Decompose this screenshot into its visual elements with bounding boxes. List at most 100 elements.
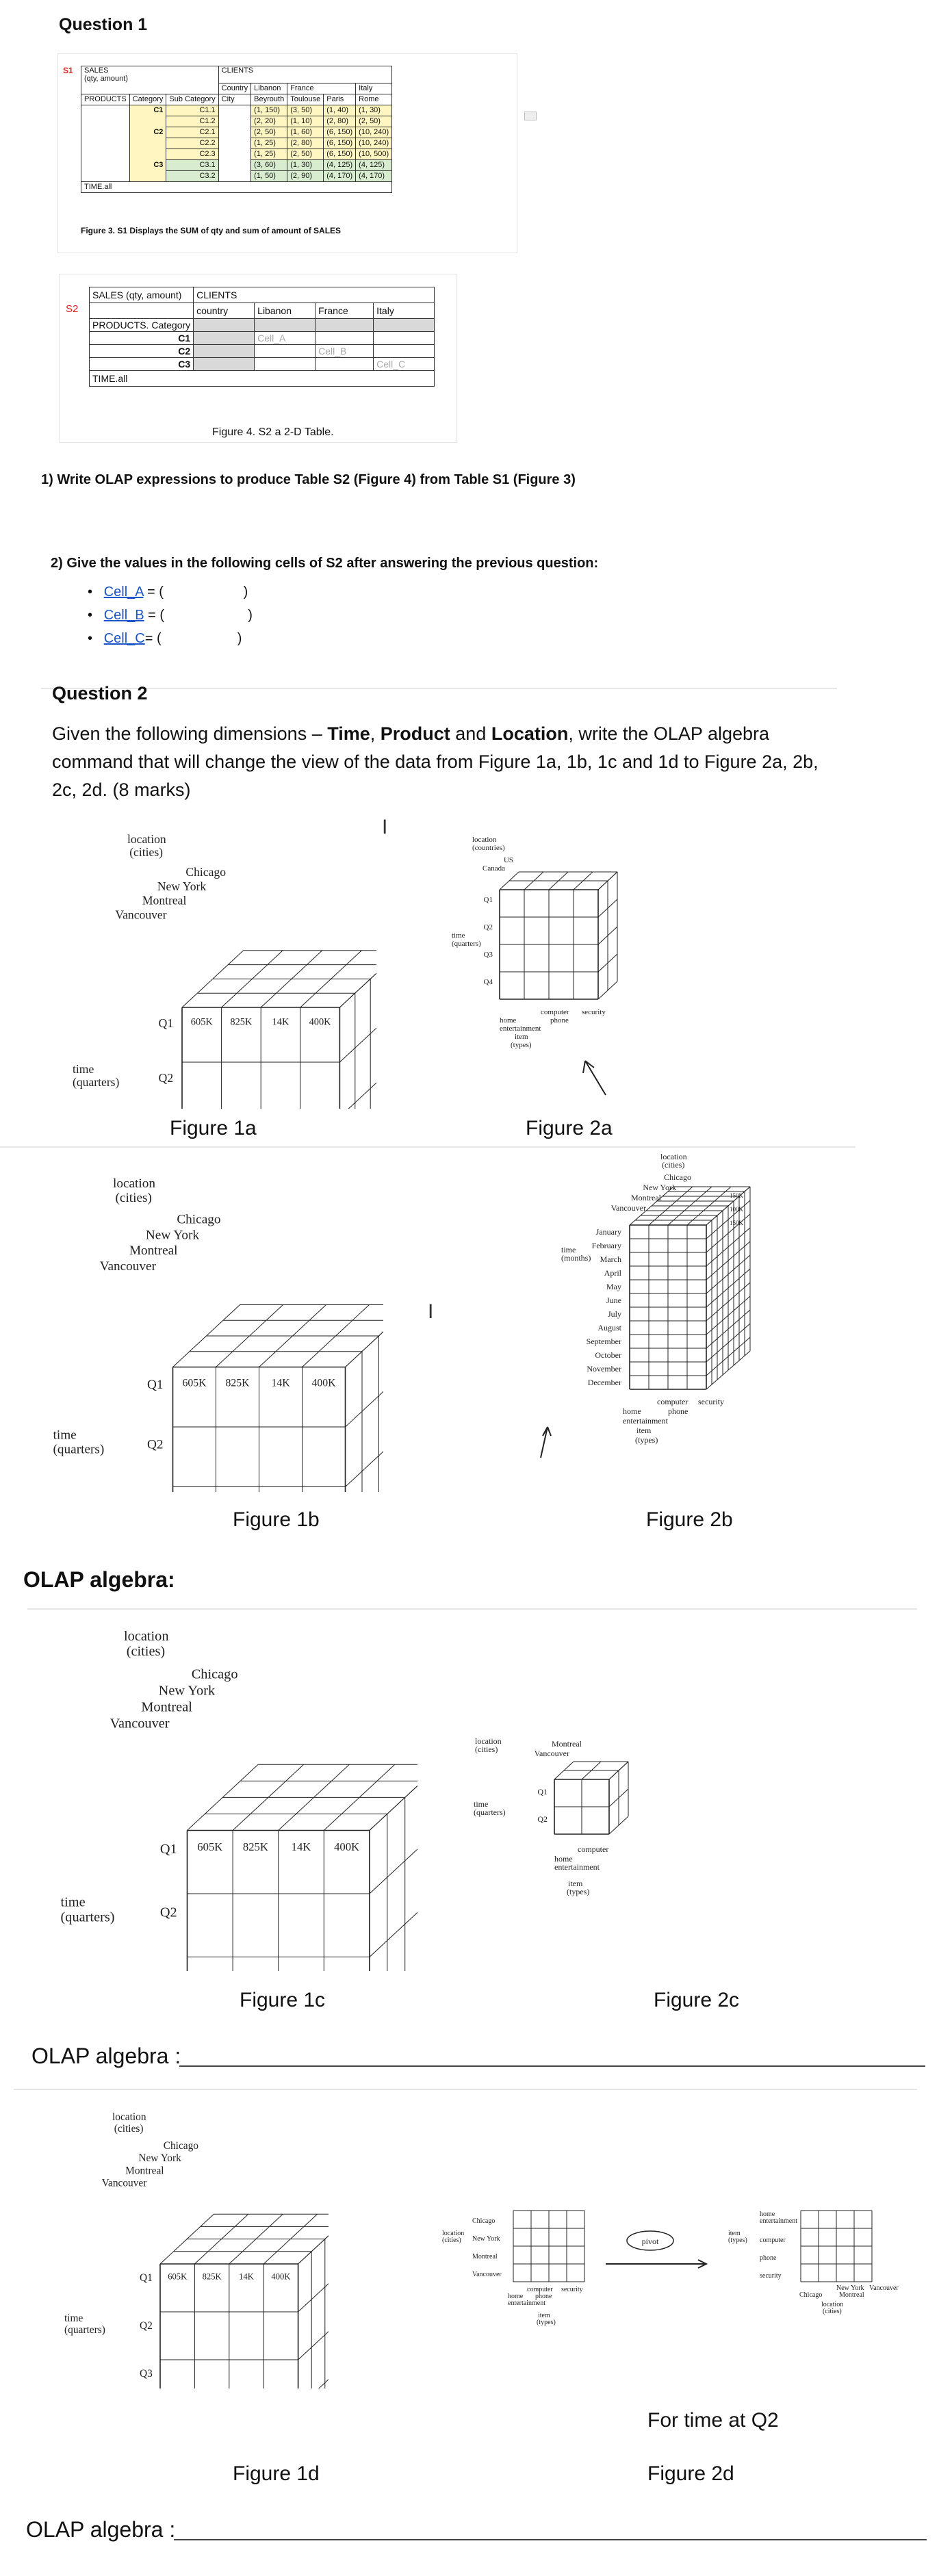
location-label: location <box>112 2111 146 2123</box>
quarter-label: Q1 <box>140 2272 153 2284</box>
figure-2b-caption: Figure 2b <box>646 1508 733 1531</box>
quarters-label: (quarters) <box>64 2324 105 2336</box>
cell-bullet-item: • Cell_C= ( ) <box>88 627 253 650</box>
bullet-rest: = ( ) <box>144 631 242 646</box>
grid-line <box>686 1186 732 1226</box>
s1-products: PRODUCTS <box>81 93 130 105</box>
dim-time: Time <box>327 723 370 744</box>
s1-subcat: C1.2 <box>166 115 219 127</box>
city-label: Vancouver <box>535 1749 569 1758</box>
dim-product: Product <box>380 723 450 744</box>
time-label: time <box>61 1895 86 1910</box>
grid-line <box>706 1186 751 1226</box>
s2-country: Italy <box>373 302 435 319</box>
cube-value: 150K <box>730 1192 744 1199</box>
divider <box>27 1608 917 1610</box>
quarter-label: Q3 <box>484 951 493 959</box>
month-label: January <box>596 1227 621 1237</box>
quarter-label: Q2 <box>160 1905 177 1920</box>
question-1-title: Question 1 <box>59 15 148 34</box>
cube-value: 14K <box>272 1017 290 1028</box>
month-label: March <box>600 1254 621 1264</box>
text-cursor-icon: I <box>382 816 388 838</box>
city-label: Montreal <box>141 1700 192 1715</box>
item-axis-label: item <box>568 1879 583 1888</box>
quarter-label: Q2 <box>159 1071 174 1085</box>
divider <box>14 2089 917 2090</box>
quarter-label: Q1 <box>484 896 493 904</box>
quarter-label: Q1 <box>160 1842 177 1857</box>
cube-value: 400K <box>309 1017 332 1028</box>
grid-line <box>608 1816 629 1835</box>
grid-line <box>298 2235 329 2265</box>
cube-value: 400K <box>334 1840 359 1853</box>
grid-line <box>194 2213 249 2265</box>
figure-2a-cube: location(countries)USCanadaQ1Q2Q3Q4time(… <box>452 836 618 1096</box>
figure-3-caption: Figure 3. S1 Displays the SUM of qty and… <box>81 226 342 235</box>
city-label: Vancouver <box>100 1259 157 1274</box>
bullet-rest: = ( ) <box>144 608 253 623</box>
city-label: Chicago <box>192 1667 238 1682</box>
city-label: Vancouver <box>472 2271 502 2278</box>
small-button-icon <box>524 112 537 120</box>
item-label: home <box>760 2211 775 2218</box>
divider <box>41 688 837 689</box>
grid-line <box>499 871 519 890</box>
s2-table: SALES (qty, amount) CLIENTS country Liba… <box>88 287 435 387</box>
s2-row-c1: C1 <box>88 331 194 345</box>
month-label: August <box>597 1323 621 1332</box>
grid-line <box>172 1304 240 1367</box>
cube-value: 605K <box>191 1017 214 1028</box>
item-axis-label: item <box>636 1426 652 1435</box>
s1-value: (1, 30) <box>355 104 393 116</box>
cube-value: 825K <box>226 1378 250 1389</box>
bullet-dot: • <box>88 608 93 623</box>
s1-row: C3.2(1, 50)(2, 90)(4, 170)(4, 170) <box>81 170 393 182</box>
grid-line <box>345 1451 383 1487</box>
answer-line-c[interactable] <box>179 2065 925 2067</box>
s1-row: C1.2(2, 20)(1, 10)(2, 80)(2, 50) <box>81 115 393 127</box>
city-label: Vancouver <box>115 907 166 921</box>
q1-part2: 2) Give the values in the following cell… <box>51 556 599 571</box>
s1-value: (3, 60) <box>250 159 288 171</box>
s1-city: Toulouse <box>287 93 324 105</box>
answer-line-d[interactable] <box>174 2539 927 2540</box>
s2-row-c2: C2 <box>88 344 194 358</box>
figure-2d-caption: Figure 2d <box>647 2462 734 2485</box>
grid-line <box>581 1761 602 1780</box>
s1-country: Italy <box>355 82 393 94</box>
cube-value: 605K <box>197 1840 222 1853</box>
s1-value: (2, 50) <box>355 115 393 127</box>
location-label: location <box>821 2301 843 2308</box>
s1-value: (6, 150) <box>323 126 357 138</box>
q1-part1: 1) Write OLAP expressions to produce Tab… <box>41 472 576 487</box>
item-label: entertainment <box>508 2300 545 2307</box>
s1-value: (4, 125) <box>323 159 357 171</box>
location-label: location <box>475 1736 502 1746</box>
grid-line <box>369 1785 417 1831</box>
time-q2-note: For time at Q2 <box>647 2409 779 2432</box>
intro-a: Given the following dimensions – <box>52 723 328 744</box>
quarters-label: (quarters) <box>73 1075 120 1089</box>
time-label: time <box>474 1799 488 1809</box>
quarter-label: Q1 <box>537 1787 548 1796</box>
grid-line <box>159 2213 214 2265</box>
grid-line <box>369 1911 417 1957</box>
s1-cat: C1 <box>129 105 167 116</box>
s1-cat <box>129 138 167 149</box>
grid-line <box>597 981 618 1000</box>
cube-value: 825K <box>203 2271 222 2281</box>
grid-line <box>216 1304 283 1367</box>
grid-line <box>597 871 618 890</box>
s1-cat: C2 <box>129 127 167 138</box>
s2-products: PRODUCTS. <box>92 320 149 331</box>
s1-value: (10, 500) <box>355 148 393 160</box>
cell-a: Cell_A <box>254 331 316 345</box>
types-label: (types) <box>728 2237 747 2244</box>
quarters-label: (quarters) <box>53 1443 105 1457</box>
cities-label: (cities) <box>129 845 163 859</box>
grid-line <box>597 899 618 918</box>
bullet-rest: = ( ) <box>143 584 248 600</box>
